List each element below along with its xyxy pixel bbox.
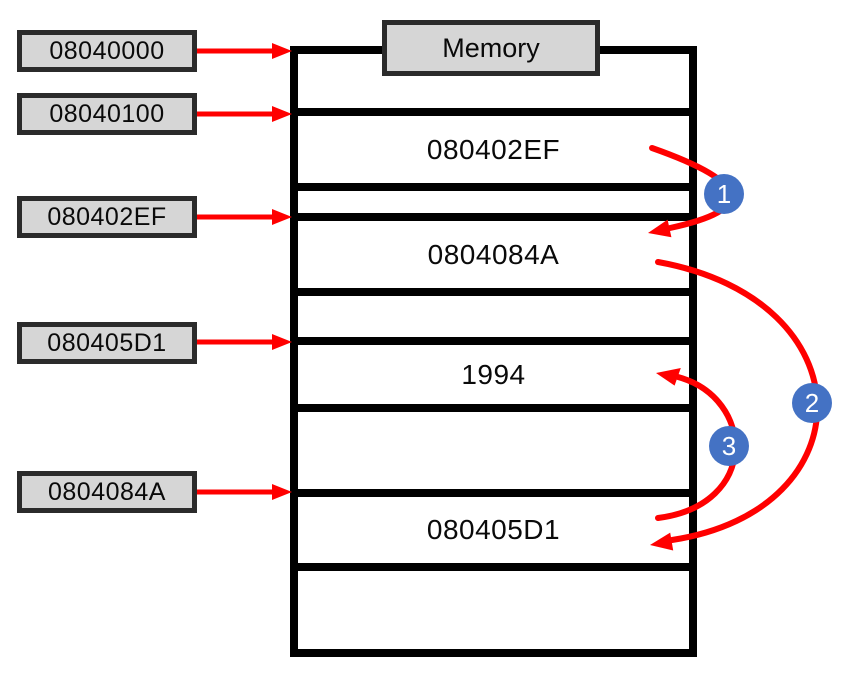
- curved-arrowheads: [648, 219, 681, 551]
- memory-row: 1994: [298, 345, 689, 404]
- address-label: 080405D1: [17, 322, 197, 364]
- memory-row: 080405D1: [298, 497, 689, 563]
- arrowhead-icon: [656, 368, 681, 386]
- arrowhead-icon: [650, 532, 674, 551]
- address-label: 08040000: [17, 30, 197, 72]
- straight-pointer-arrows: [197, 48, 274, 495]
- arrowhead-icon: [272, 334, 292, 350]
- address-label: 080402EF: [17, 196, 197, 238]
- memory-title: Memory: [382, 20, 600, 76]
- memory-row: [298, 571, 689, 649]
- step-badge-3: 3: [709, 426, 749, 466]
- step-badge-2: 2: [792, 383, 832, 423]
- memory-row: [298, 296, 689, 337]
- memory-row: 080402EF: [298, 116, 689, 183]
- memory-row: 0804084A: [298, 221, 689, 288]
- arrowhead-icon: [272, 209, 292, 225]
- memory-row: [298, 191, 689, 213]
- memory-row: [298, 412, 689, 489]
- arrowhead-icon: [272, 106, 292, 122]
- step-badge-1: 1: [704, 174, 744, 214]
- address-label: 0804084A: [17, 471, 197, 513]
- straight-arrowheads: [272, 43, 292, 500]
- memory-box: 080402EF 0804084A 1994 080405D1: [290, 46, 697, 657]
- arrowhead-icon: [272, 484, 292, 500]
- arrowhead-icon: [648, 219, 672, 238]
- arrowhead-icon: [272, 43, 292, 59]
- address-label: 08040100: [17, 93, 197, 135]
